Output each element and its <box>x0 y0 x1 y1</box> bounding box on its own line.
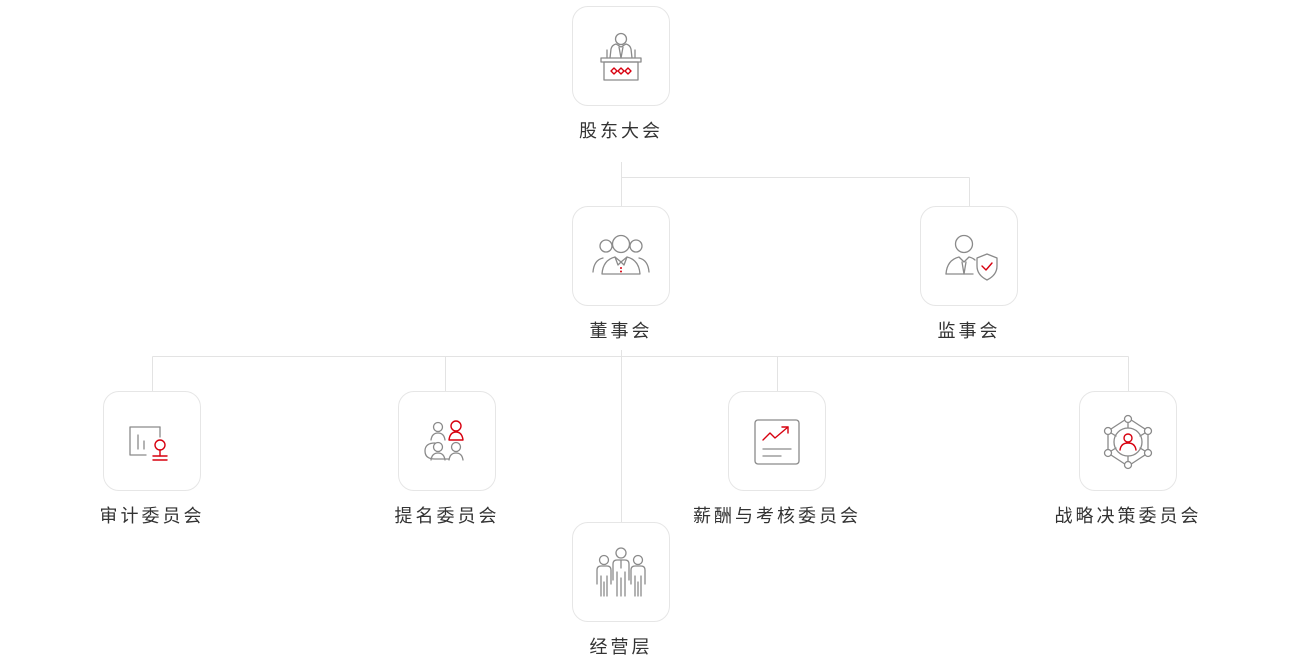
node-management[interactable]: 经营层 <box>521 522 721 660</box>
node-strategy-box[interactable] <box>1079 391 1177 491</box>
node-board-label: 董事会 <box>589 321 653 342</box>
node-management-box[interactable] <box>572 522 670 622</box>
person-shield-icon <box>945 234 998 281</box>
node-shareholders[interactable]: 股东大会 <box>521 6 721 144</box>
node-supervisory[interactable]: 监事会 <box>869 206 1069 344</box>
network-person-icon <box>1103 414 1153 470</box>
node-shareholders-box[interactable] <box>572 6 670 106</box>
chart-trend-icon <box>754 419 800 465</box>
podium-speaker-icon <box>600 32 642 81</box>
audit-board-icon <box>129 426 168 461</box>
node-strategy[interactable]: 战略决策委员会 <box>1028 391 1228 529</box>
node-strategy-label: 战略决策委员会 <box>1054 506 1202 527</box>
node-audit-label: 审计委员会 <box>99 506 205 527</box>
people-grid-icon <box>424 420 464 461</box>
node-compensation-label: 薪酬与考核委员会 <box>693 506 861 527</box>
group-people-icon <box>592 234 650 275</box>
node-nomination-box[interactable] <box>398 391 496 491</box>
node-compensation-box[interactable] <box>728 391 826 491</box>
node-management-label: 经营层 <box>589 637 653 658</box>
node-audit[interactable]: 审计委员会 <box>52 391 252 529</box>
node-board-box[interactable] <box>572 206 670 306</box>
node-board[interactable]: 董事会 <box>521 206 721 344</box>
node-audit-box[interactable] <box>103 391 201 491</box>
node-supervisory-label: 监事会 <box>937 321 1001 342</box>
node-compensation[interactable]: 薪酬与考核委员会 <box>677 391 877 529</box>
node-nomination-label: 提名委员会 <box>394 506 500 527</box>
team-standing-icon <box>596 547 646 597</box>
node-supervisory-box[interactable] <box>920 206 1018 306</box>
node-shareholders-label: 股东大会 <box>579 121 663 142</box>
node-nomination[interactable]: 提名委员会 <box>347 391 547 529</box>
